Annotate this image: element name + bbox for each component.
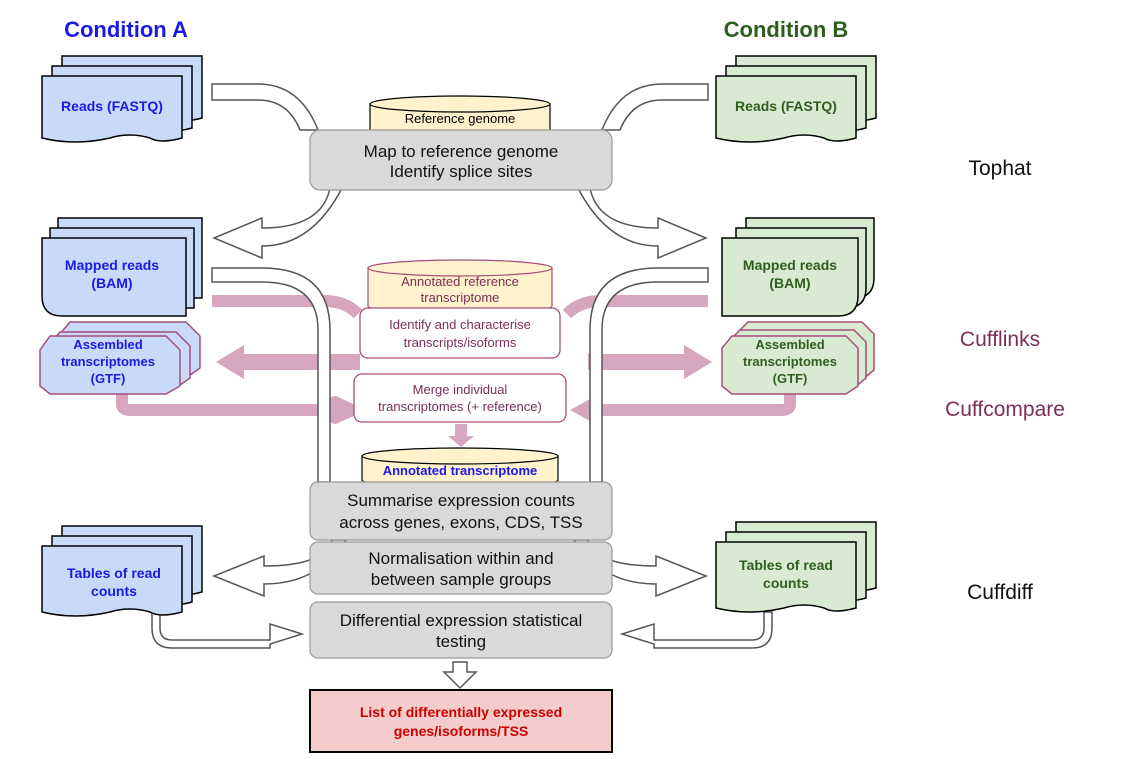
reads-b-doc-front bbox=[715, 75, 857, 143]
mapped-b-label-1: Mapped reads bbox=[743, 257, 837, 273]
annotated-reference-label-2: transcriptome bbox=[421, 290, 500, 305]
step-merge-box bbox=[353, 373, 567, 423]
tables-b-doc-front bbox=[715, 541, 857, 613]
tables-a-label-1: Tables of read bbox=[67, 565, 161, 581]
tophat-flow-arrows bbox=[151, 83, 773, 690]
pink-arrow-merge-right bbox=[590, 392, 796, 416]
mapped-a-label-2: (BAM) bbox=[91, 275, 132, 291]
pink-arrow-merge-right-head bbox=[570, 398, 592, 422]
tables-counts-a bbox=[41, 525, 203, 617]
result-line-1: List of differentially expressed bbox=[360, 704, 562, 720]
assembled-b-label-2: transcriptomes bbox=[743, 354, 837, 369]
step-map-line-2: Identify splice sites bbox=[390, 162, 533, 181]
tool-cuffdiff: Cuffdiff bbox=[967, 581, 1033, 604]
tables-a-label-2: counts bbox=[91, 583, 137, 599]
assembled-a-label-1: Assembled bbox=[73, 337, 142, 352]
reference-genome-cylinder-top bbox=[369, 95, 551, 113]
tool-cufflinks: Cufflinks bbox=[960, 328, 1040, 351]
step-map-line-1: Map to reference genome bbox=[364, 142, 559, 161]
reads-fastq-a bbox=[41, 55, 203, 143]
mapped-b-disk-front bbox=[721, 237, 859, 317]
step-merge-line-1: Merge individual bbox=[413, 382, 508, 397]
tables-counts-b bbox=[715, 521, 877, 613]
assembled-b-front bbox=[721, 335, 859, 395]
pink-arrow-left bbox=[216, 345, 360, 379]
tables-b-label-2: counts bbox=[763, 575, 809, 591]
arrow-map-to-mapped-a bbox=[212, 187, 344, 260]
arrow-map-to-mapped-b bbox=[576, 187, 708, 260]
tables-b-label-1: Tables of read bbox=[739, 557, 833, 573]
arrow-reads-b-to-map bbox=[600, 83, 709, 131]
annotated-reference-label-1: Annotated reference bbox=[401, 274, 519, 289]
arrow-tables-b-to-diff bbox=[619, 611, 773, 649]
assembled-b-label-3: (GTF) bbox=[773, 371, 808, 386]
annotated-reference-cylinder-top bbox=[367, 259, 553, 277]
step-normalise-line-1: Normalisation within and bbox=[368, 549, 553, 568]
step-identify-box bbox=[359, 307, 561, 359]
step-normalise-line-2: between sample groups bbox=[371, 570, 552, 589]
assembled-b-label-1: Assembled bbox=[755, 337, 824, 352]
pink-arrow-down bbox=[448, 424, 474, 447]
mapped-a-label-1: Mapped reads bbox=[65, 257, 159, 273]
pink-line-left-top bbox=[212, 295, 363, 319]
mapped-bam-a bbox=[41, 217, 203, 317]
pink-arrow-right bbox=[588, 345, 712, 379]
step-differential-line-2: testing bbox=[436, 632, 486, 651]
reads-a-label: Reads (FASTQ) bbox=[61, 98, 163, 114]
step-summarise-line-2: across genes, exons, CDS, TSS bbox=[339, 513, 582, 532]
condition-b-title: Condition B bbox=[724, 17, 849, 42]
step-identify-line-2: transcripts/isoforms bbox=[404, 335, 517, 350]
reads-b-label: Reads (FASTQ) bbox=[735, 98, 837, 114]
assembled-gtf-b bbox=[721, 321, 875, 395]
annotated-transcriptome-label: Annotated transcriptome bbox=[383, 463, 538, 478]
step-identify-line-1: Identify and characterise bbox=[389, 317, 531, 332]
mapped-bam-b bbox=[721, 217, 875, 317]
annotated-reference-db bbox=[367, 259, 553, 315]
tool-cuffcompare: Cuffcompare bbox=[945, 398, 1065, 421]
mapped-b-label-2: (BAM) bbox=[769, 275, 810, 291]
assembled-gtf-a bbox=[39, 321, 201, 395]
result-line-2: genes/isoforms/TSS bbox=[394, 723, 529, 739]
reads-fastq-b bbox=[715, 55, 877, 143]
assembled-a-front bbox=[39, 335, 181, 395]
reads-a-doc-front bbox=[41, 75, 183, 143]
step-normalise-box bbox=[309, 541, 613, 595]
tables-a-doc-front bbox=[41, 545, 183, 617]
step-merge-line-2: transcriptomes (+ reference) bbox=[378, 399, 542, 414]
assembled-a-label-3: (GTF) bbox=[91, 371, 126, 386]
pink-arrow-merge-left-head bbox=[330, 398, 352, 422]
condition-a-title: Condition A bbox=[64, 17, 188, 42]
step-summarise-box bbox=[309, 481, 613, 541]
annotated-transcriptome-cylinder-top bbox=[361, 447, 559, 465]
mapped-a-disk-front bbox=[41, 237, 187, 317]
arrow-diff-to-result bbox=[442, 661, 478, 690]
pink-line-right-top bbox=[562, 295, 708, 319]
step-differential-line-1: Differential expression statistical bbox=[340, 611, 583, 630]
step-summarise-line-1: Summarise expression counts bbox=[347, 491, 575, 510]
step-map-box bbox=[309, 129, 613, 191]
arrow-tables-a-to-diff bbox=[151, 611, 305, 649]
reference-genome-label: Reference genome bbox=[405, 111, 516, 126]
result-box bbox=[309, 689, 613, 753]
arrow-reads-a-to-map bbox=[211, 83, 320, 131]
step-differential-box bbox=[309, 601, 613, 659]
tool-tophat: Tophat bbox=[968, 157, 1031, 180]
assembled-a-label-2: transcriptomes bbox=[61, 354, 155, 369]
